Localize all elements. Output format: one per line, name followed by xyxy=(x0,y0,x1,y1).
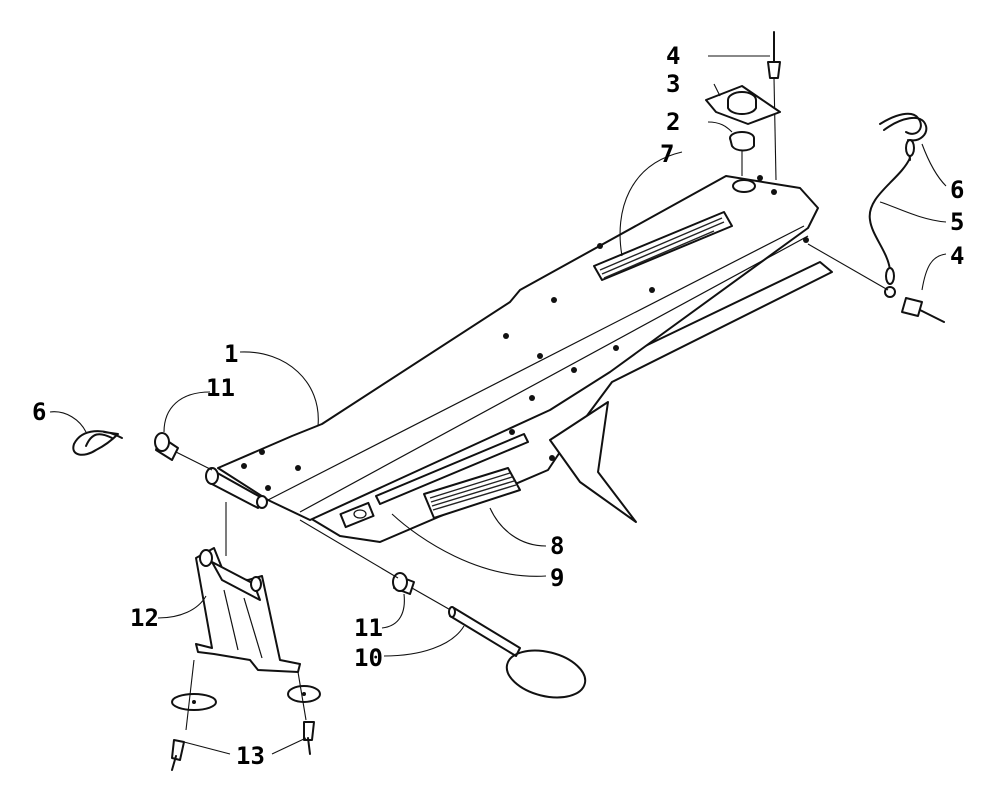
bushing-left xyxy=(154,432,213,471)
pin-10 xyxy=(411,587,587,699)
grommet-hole xyxy=(732,179,756,193)
callout-8: 8 xyxy=(550,532,564,560)
base-plate-fin xyxy=(549,401,637,523)
rivet-right xyxy=(303,721,315,755)
hitch-clip-right xyxy=(879,112,928,161)
rivet-top xyxy=(767,31,781,181)
callout-4-top: 4 xyxy=(666,42,680,70)
callout-12: 12 xyxy=(130,604,159,632)
callout-4-right: 4 xyxy=(950,242,964,270)
callout-6-right: 6 xyxy=(950,176,964,204)
callout-6-left: 6 xyxy=(32,398,46,426)
rivet-left xyxy=(171,739,185,771)
hitch-clip-left xyxy=(72,430,123,456)
lanyard-5 xyxy=(868,157,911,298)
callout-1: 1 xyxy=(224,340,238,368)
washer-right xyxy=(287,671,321,721)
leader-lines xyxy=(49,55,947,755)
callout-10: 10 xyxy=(354,644,383,672)
base-plate-top xyxy=(217,175,819,521)
callout-5: 5 xyxy=(950,208,964,236)
decal-9 xyxy=(339,433,529,529)
callout-13: 13 xyxy=(236,742,265,770)
base-plate-holes xyxy=(241,175,809,491)
base-plate xyxy=(217,175,833,543)
callout-7: 7 xyxy=(660,140,674,168)
bushing-lower xyxy=(299,519,415,595)
decal-8 xyxy=(423,467,521,519)
callout-9: 9 xyxy=(550,564,564,592)
decal-7 xyxy=(593,211,733,281)
bracket-12 xyxy=(195,502,301,673)
grommet-2 xyxy=(729,131,755,176)
lock-pin-4 xyxy=(807,243,945,323)
base-plate-edge xyxy=(267,225,805,501)
callout-2: 2 xyxy=(666,108,680,136)
pull-ring xyxy=(505,649,587,699)
callout-11-left: 11 xyxy=(206,374,235,402)
pivot-tube xyxy=(205,467,268,509)
base-plate-edge-2 xyxy=(299,235,809,513)
washer-left xyxy=(171,659,217,731)
callout-labels: 4 3 2 7 6 5 4 1 11 6 8 9 12 11 10 13 xyxy=(32,42,964,770)
callout-11-lower: 11 xyxy=(354,614,383,642)
mount-plate-3 xyxy=(705,85,781,125)
callout-3: 3 xyxy=(666,70,680,98)
